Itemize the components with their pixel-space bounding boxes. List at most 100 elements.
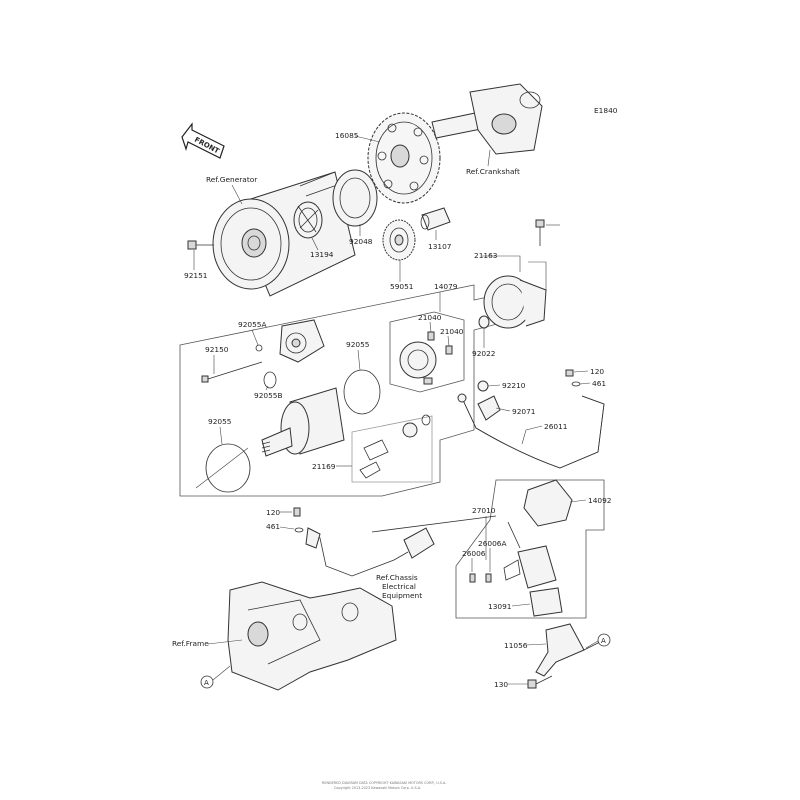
- svg-text:92055: 92055: [208, 417, 232, 426]
- reference-marker-right: A: [597, 633, 611, 647]
- callout-92022[interactable]: 92022: [472, 328, 496, 358]
- svg-text:27010: 27010: [472, 506, 496, 515]
- idler-gear-59051: [382, 219, 416, 261]
- callout-130[interactable]: 130: [494, 680, 528, 689]
- svg-text:92055: 92055: [346, 340, 370, 349]
- crankshaft: [431, 83, 543, 155]
- starter-gear-16085: [367, 112, 441, 204]
- svg-text:A: A: [601, 637, 606, 645]
- callout-27010[interactable]: 27010: [472, 506, 496, 560]
- svg-text:21040: 21040: [418, 313, 442, 322]
- callout-92150[interactable]: 92150: [205, 345, 229, 374]
- ref-crankshaft-label: Ref.Crankshaft: [466, 167, 520, 176]
- starter-relay-27010: [503, 521, 557, 589]
- bolt-92150: [201, 361, 263, 383]
- fuse-26006A: [485, 573, 492, 583]
- o-ring-92055-top: [343, 369, 381, 415]
- svg-text:21169: 21169: [312, 462, 336, 471]
- svg-text:13107: 13107: [428, 242, 452, 251]
- svg-text:120: 120: [266, 508, 280, 517]
- callout-14092[interactable]: 14092: [569, 496, 612, 505]
- bracket-11056: [535, 623, 601, 677]
- terminal-set-21169: [351, 414, 433, 483]
- callout-13194[interactable]: 13194: [310, 237, 334, 259]
- starter-end-cover: [279, 319, 325, 363]
- callout-120-mid[interactable]: 120: [266, 508, 292, 517]
- svg-text:14079: 14079: [434, 282, 458, 291]
- svg-text:14092: 14092: [588, 496, 612, 505]
- svg-text:26006: 26006: [462, 549, 486, 558]
- relay-group-frame: [455, 479, 605, 619]
- callout-14079[interactable]: 14079: [434, 282, 458, 312]
- svg-text:13091: 13091: [488, 602, 512, 611]
- ref-generator-label: Ref.Generator: [206, 175, 258, 184]
- diagram-code: E1840: [594, 106, 618, 115]
- relay-cover-14092: [523, 479, 573, 527]
- callout-92055-top[interactable]: 92055: [346, 340, 370, 371]
- callout-21163[interactable]: 21163: [474, 251, 498, 260]
- callout-13091[interactable]: 13091: [488, 602, 531, 611]
- callout-11056[interactable]: 11056: [504, 641, 547, 650]
- svg-text:59051: 59051: [390, 282, 414, 291]
- front-arrow-icon: FRONT: [181, 122, 225, 159]
- callout-92210[interactable]: 92210: [487, 381, 526, 390]
- starter-motor-body: [261, 387, 345, 457]
- ref-chassis-label-line2: Electrical: [382, 582, 416, 591]
- cap-13091: [529, 587, 563, 617]
- oil-seal-92022: [478, 315, 490, 329]
- callout-461-mid[interactable]: 461: [266, 522, 295, 531]
- svg-text:120: 120: [590, 367, 604, 376]
- washer-461-mid: [294, 527, 304, 533]
- starter-motor-group-frame: [179, 284, 521, 497]
- svg-text:13194: 13194: [310, 250, 334, 259]
- svg-text:92055A: 92055A: [238, 320, 267, 329]
- callout-16085[interactable]: 16085: [335, 131, 381, 143]
- svg-text:92071: 92071: [512, 407, 536, 416]
- callout-26006A[interactable]: 26006A: [478, 539, 507, 572]
- bolt-92151A: [535, 219, 545, 246]
- nut-92210: [477, 380, 489, 392]
- callout-92151[interactable]: 92151: [184, 250, 208, 280]
- fuse-26006: [469, 573, 476, 583]
- starter-cable-26011: [457, 393, 605, 469]
- bolt-92151: [187, 240, 214, 250]
- bolt-130: [527, 675, 553, 689]
- svg-text:RENDERED DIAGRAM DATA COPYRIGH: RENDERED DIAGRAM DATA COPYRIGHT KAWASAKI…: [322, 781, 446, 785]
- frame-section: [227, 581, 397, 691]
- svg-text:92210: 92210: [502, 381, 526, 390]
- svg-text:A: A: [204, 679, 209, 687]
- svg-text:26006A: 26006A: [478, 539, 507, 548]
- nut-120-top: [565, 369, 574, 377]
- callout-92048[interactable]: 92048: [349, 224, 373, 246]
- callout-21169[interactable]: 21169: [312, 462, 352, 471]
- callout-21040-a[interactable]: 21040: [418, 313, 442, 333]
- svg-text:11056: 11056: [504, 641, 528, 650]
- callout-92071[interactable]: 92071: [495, 407, 536, 416]
- callout-461-top[interactable]: 461: [579, 379, 606, 388]
- svg-text:92022: 92022: [472, 349, 496, 358]
- cap-92071: [477, 395, 501, 421]
- callout-92055A[interactable]: 92055A: [238, 320, 267, 346]
- callout-92055-left[interactable]: 92055: [208, 417, 232, 445]
- callout-26011[interactable]: 26011: [521, 422, 568, 445]
- svg-text:26011: 26011: [544, 422, 568, 431]
- ref-frame-label: Ref.Frame: [172, 639, 209, 648]
- callout-120-top[interactable]: 120: [573, 367, 604, 376]
- svg-text:21040: 21040: [440, 327, 464, 336]
- svg-text:92055B: 92055B: [254, 391, 283, 400]
- callout-21040-b[interactable]: 21040: [440, 327, 464, 347]
- svg-text:92048: 92048: [349, 237, 373, 246]
- callout-59051[interactable]: 59051: [390, 260, 414, 291]
- ref-chassis-label-line3: Equipment: [382, 591, 422, 600]
- callout-92055B[interactable]: 92055B: [254, 385, 283, 400]
- generator-rotor: [212, 171, 356, 297]
- svg-text:461: 461: [592, 379, 606, 388]
- o-ring-92055-left: [205, 443, 251, 493]
- callout-26006[interactable]: 26006: [462, 549, 486, 572]
- ground-cable: [305, 515, 497, 577]
- svg-text:92151: 92151: [184, 271, 208, 280]
- svg-text:130: 130: [494, 680, 508, 689]
- callout-13107[interactable]: 13107: [428, 230, 452, 251]
- svg-text:Copyright 2013-2023 Kawasaki M: Copyright 2013-2023 Kawasaki Motors Corp…: [334, 786, 421, 790]
